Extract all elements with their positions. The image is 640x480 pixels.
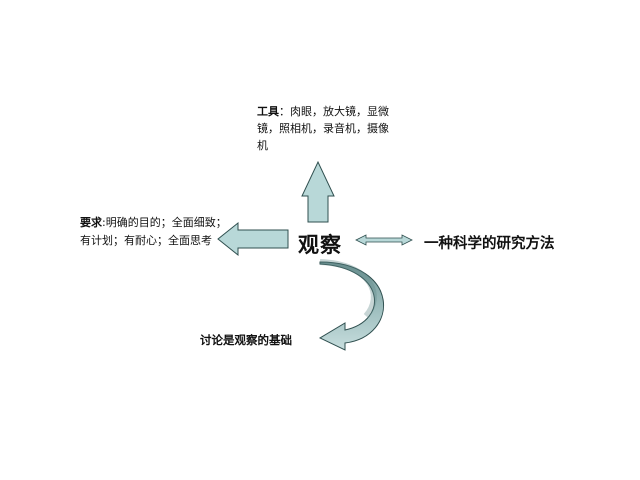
requirements-separator: :: [102, 216, 106, 229]
method-text: 一种科学的研究方法: [424, 236, 555, 252]
left-arrow: [217, 221, 289, 257]
discussion-text: 讨论是观察的基础: [200, 333, 292, 347]
requirements-label: 要求: [80, 216, 102, 229]
tools-label: 工具: [257, 105, 279, 118]
curved-arrow: [318, 259, 385, 351]
tools-content: 肉眼，放大镜，显微镜，照相机，录音机，摄像机: [257, 105, 389, 152]
double-arrow: [355, 234, 413, 246]
requirements-block: 要求:明确的目的；全面细致；有计划；有耐心；全面思考: [80, 214, 230, 250]
tools-separator: ：: [279, 105, 290, 118]
requirements-content: 明确的目的；全面细致；有计划；有耐心；全面思考: [80, 216, 227, 247]
tools-block: 工具：肉眼，放大镜，显微镜，照相机，录音机，摄像机: [257, 103, 397, 154]
center-term: 观察: [298, 232, 342, 257]
up-arrow: [301, 160, 335, 223]
